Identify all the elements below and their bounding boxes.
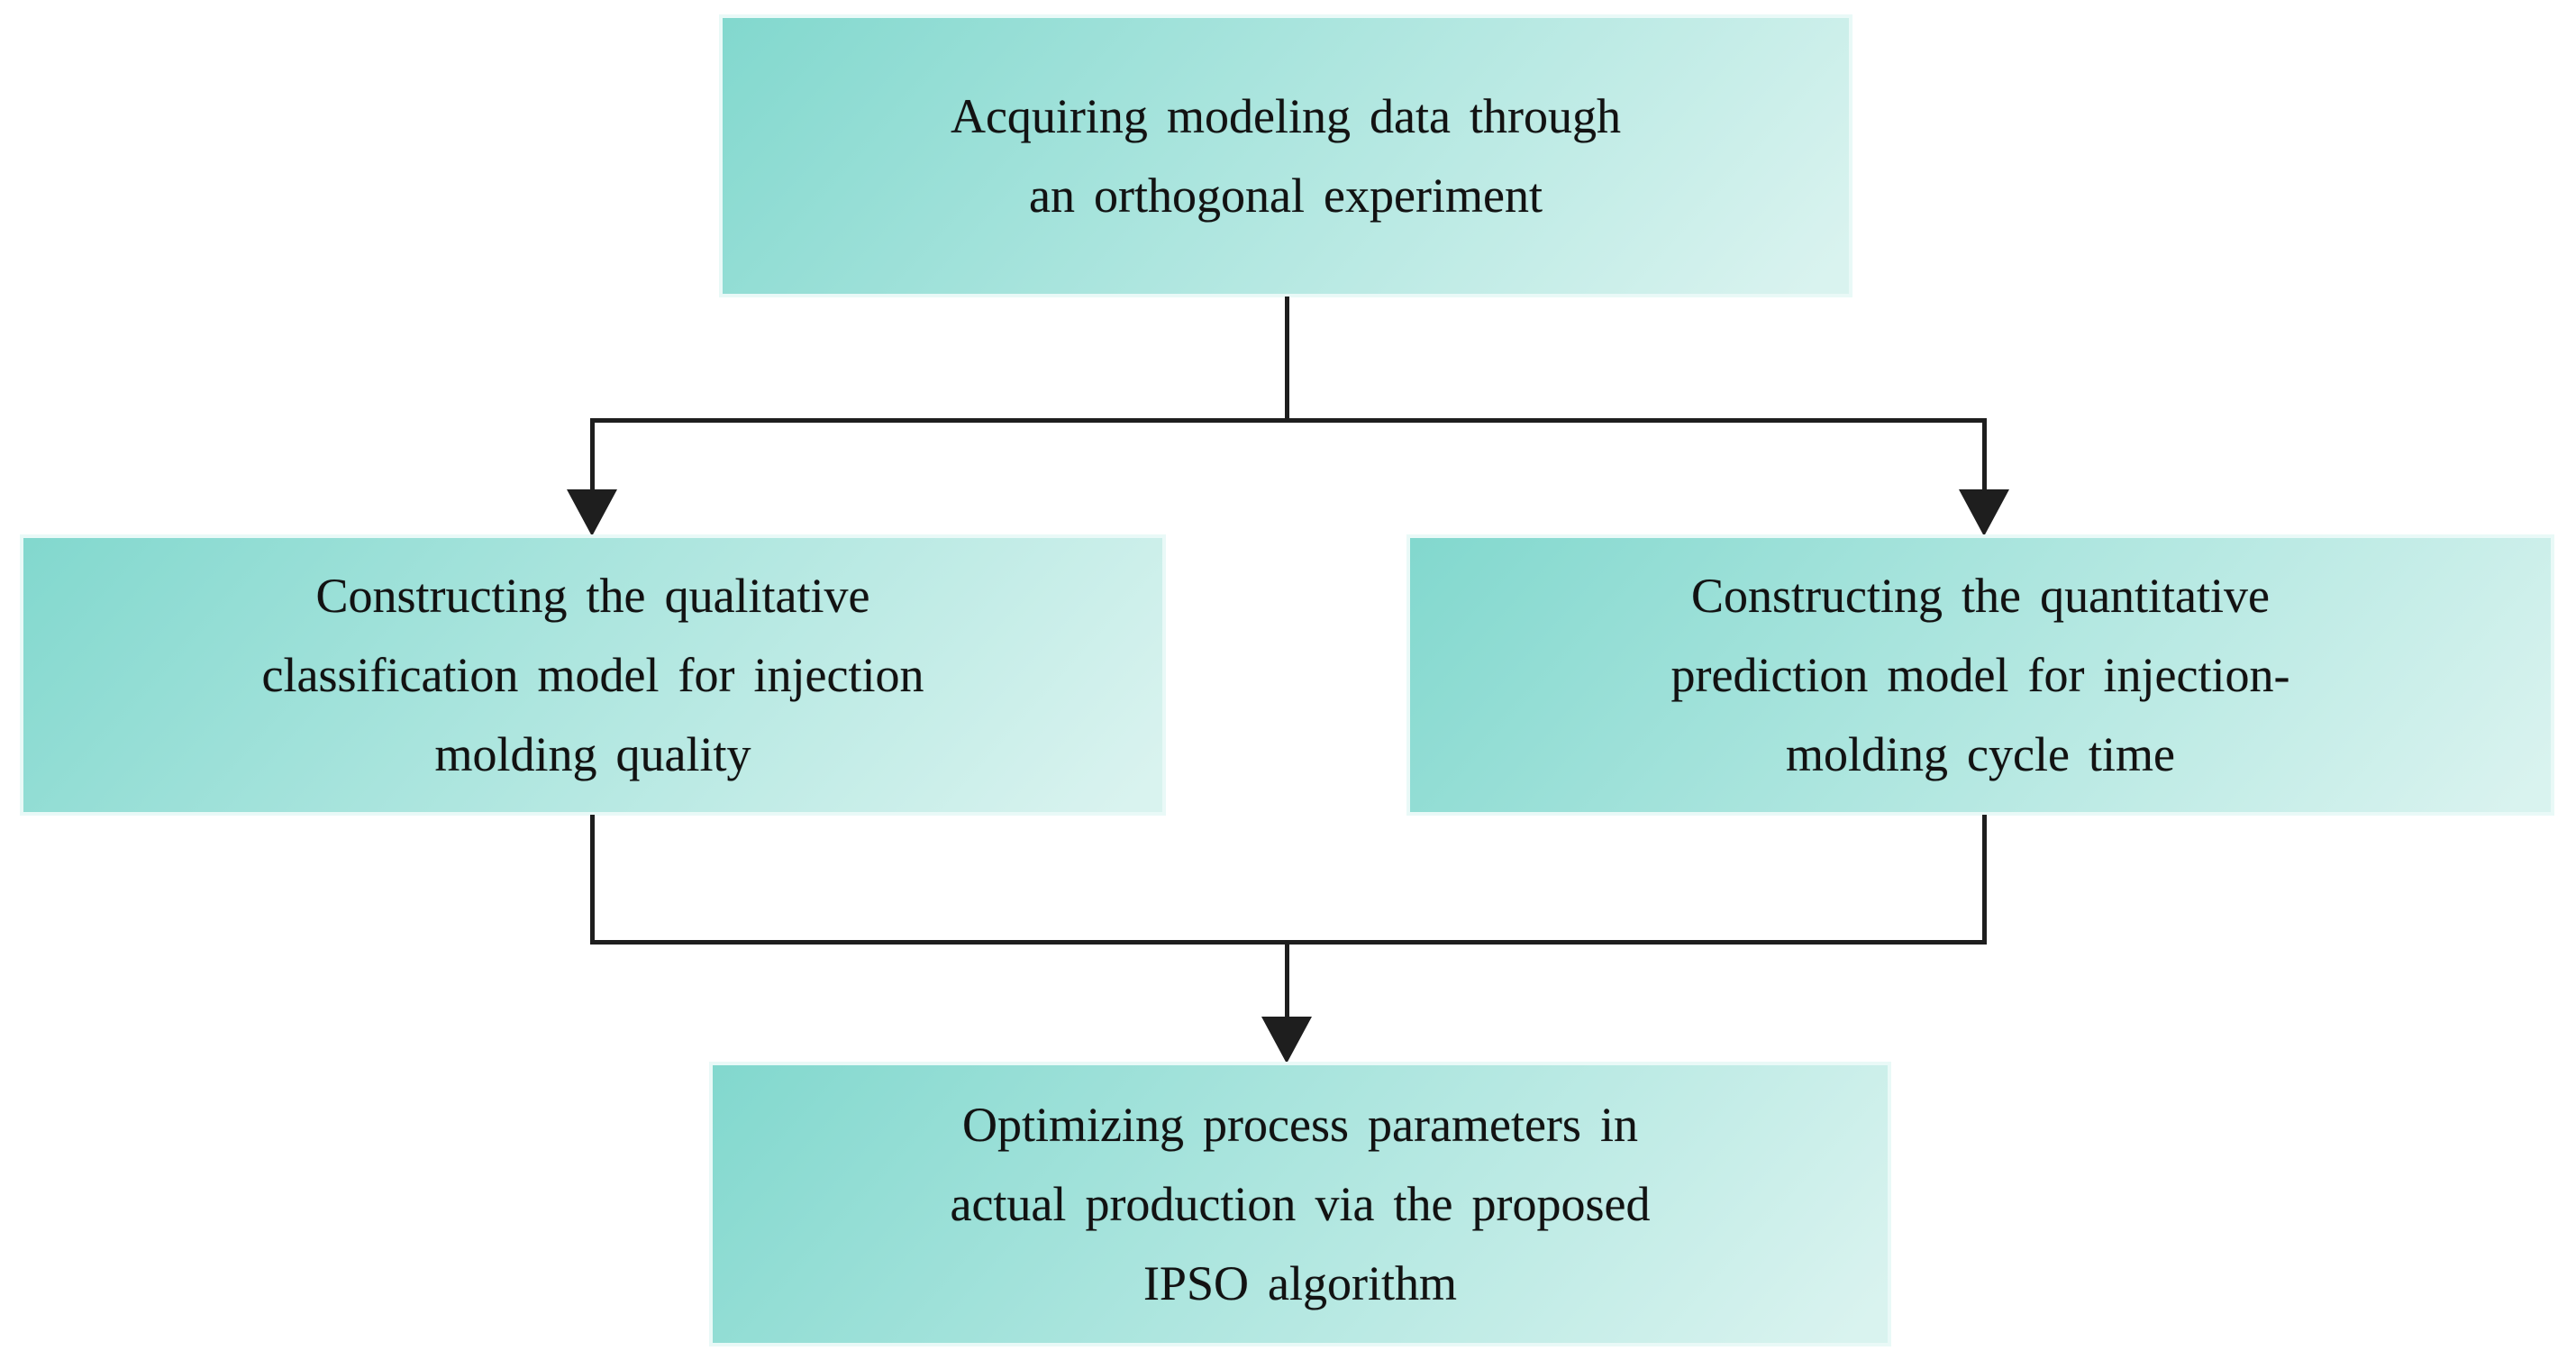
- connector-merge-riser-right: [1982, 815, 1987, 945]
- connector-split-bar: [590, 418, 1987, 423]
- box-qualitative-classification-model: Constructing the qualitative classificat…: [20, 534, 1166, 816]
- arrow-down-center-icon: [1261, 1017, 1312, 1063]
- connector-split-drop-left: [590, 418, 595, 492]
- arrow-down-left-icon: [567, 489, 617, 536]
- box-text-line: an orthogonal experiment: [1029, 169, 1543, 223]
- box-text-line: molding quality: [434, 727, 751, 781]
- box-text-line: prediction model for injection-: [1670, 648, 2290, 702]
- box-optimize-ipso: Optimizing process parameters in actual …: [709, 1062, 1891, 1346]
- box-quantitative-prediction-model: Constructing the quantitative prediction…: [1406, 534, 2554, 816]
- arrow-down-right-icon: [1959, 489, 2009, 536]
- connector-merge-stem: [1285, 940, 1289, 1018]
- connector-top-stem: [1285, 297, 1289, 423]
- connector-split-drop-right: [1982, 418, 1987, 492]
- box-text-line: actual production via the proposed: [950, 1177, 1651, 1231]
- box-text-line: Constructing the qualitative: [315, 569, 870, 623]
- box-text-line: classification model for injection: [261, 648, 924, 702]
- box-acquiring-data: Acquiring modeling data through an ortho…: [719, 14, 1852, 297]
- box-text-line: Constructing the quantitative: [1691, 569, 2270, 623]
- box-text-line: IPSO algorithm: [1142, 1256, 1458, 1310]
- box-text-line: Optimizing process parameters in: [962, 1098, 1638, 1152]
- connector-merge-riser-left: [590, 815, 595, 945]
- box-text-line: molding cycle time: [1785, 727, 2175, 781]
- box-text-line: Acquiring modeling data through: [950, 89, 1622, 143]
